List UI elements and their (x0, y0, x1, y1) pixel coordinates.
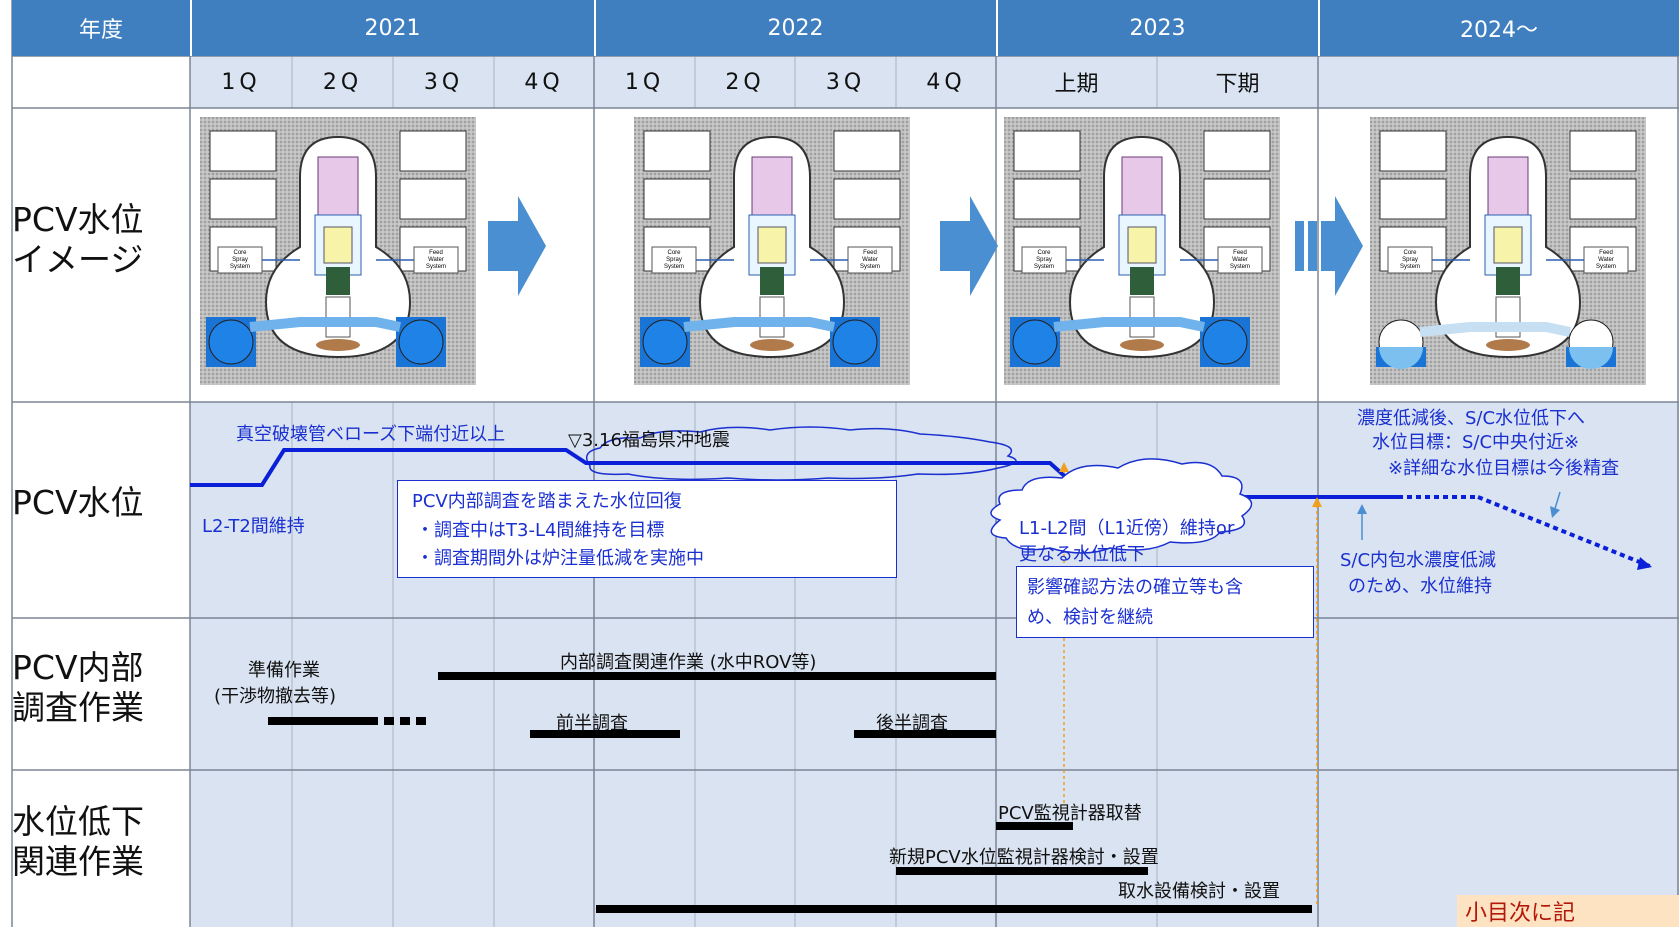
prep-work-bar (268, 717, 378, 725)
quarter-2022-4q: 4Q (926, 69, 966, 95)
row-label-survey-line2: 調査作業 (12, 687, 144, 727)
internal-survey-bar (438, 672, 996, 680)
svg-text:System: System (1400, 264, 1420, 270)
quarter-2021-1q: 1Q (221, 69, 261, 95)
future-note-line3: ※詳細な水位目標は今後精査 (1388, 458, 1620, 479)
impact-note-line1: 影響確認方法の確立等も含 (1027, 577, 1243, 598)
header-year-2022: 2022 (595, 0, 996, 56)
prep-work-dash (400, 717, 410, 725)
svg-text:System: System (230, 264, 250, 270)
row-label-lowering: 水位低下 関連作業 (12, 802, 144, 881)
sc-note-line2: のため、水位維持 (1348, 576, 1492, 597)
svg-text:Water: Water (862, 257, 878, 263)
row-label-image-line2: イメージ (12, 239, 144, 279)
reactor-image-1: Core Spray System Feed Water System (200, 117, 476, 385)
row-label-level: PCV水位 (12, 483, 144, 522)
second-half-text: 後半調査 (876, 713, 948, 734)
recovery-note-line2: ・調査中はT3-L4間維持を目標 (416, 520, 665, 541)
first-half-text: 前半調査 (556, 713, 628, 734)
reactor-image-2: Core Spray System Feed Water System (634, 117, 910, 385)
row-label-lowering-line2: 関連作業 (12, 841, 144, 881)
header-year-2023: 2023 (997, 0, 1318, 56)
prep-work-dash (384, 717, 394, 725)
svg-text:Core: Core (233, 250, 247, 256)
row-label-survey-line1: PCV内部 (12, 648, 144, 687)
corner-note: 小目次に記 (1457, 895, 1679, 927)
new-monitor-bar (896, 867, 1148, 875)
second-half-bar (854, 730, 996, 738)
svg-text:System: System (426, 264, 446, 270)
internal-survey-text: 内部調査関連作業 (水中ROV等) (560, 652, 817, 673)
svg-text:Feed: Feed (863, 250, 877, 256)
svg-text:Core: Core (1403, 250, 1417, 256)
reactor-image-3: Core Spray System Feed Water System (1004, 117, 1280, 385)
row-label-image: PCV水位 イメージ (12, 200, 144, 279)
svg-text:Spray: Spray (1402, 257, 1418, 263)
svg-text:Feed: Feed (1233, 250, 1247, 256)
monitor-replace-text: PCV監視計器取替 (998, 803, 1142, 824)
header-year-2021: 2021 (191, 0, 594, 56)
recovery-note-line1: PCV内部調査を踏まえた水位回復 (412, 491, 682, 512)
impact-note-line2: め、検討を継続 (1027, 607, 1153, 628)
header-year-2024: 2024～ (1319, 0, 1679, 56)
prep-work-dash (416, 717, 426, 725)
svg-text:System: System (860, 264, 880, 270)
above-bellows-text: 真空破壊管ベローズ下端付近以上 (236, 424, 506, 445)
half-2023-first: 上期 (1054, 72, 1099, 97)
l1l2-cloud-line2: 更なる水位低下 (1019, 544, 1145, 565)
l1l2-cloud-line1: L1-L2間（L1近傍）維持or (1019, 518, 1235, 539)
svg-text:Feed: Feed (429, 250, 443, 256)
quarter-2022-2q: 2Q (725, 69, 765, 95)
svg-text:System: System (1230, 264, 1250, 270)
svg-text:Spray: Spray (1036, 257, 1052, 263)
sc-note-line1: S/C内包水濃度低減 (1340, 550, 1497, 571)
earthquake-text: ▽3.16福島県沖地震 (568, 430, 730, 451)
svg-text:Core: Core (1037, 250, 1051, 256)
first-half-bar (530, 730, 680, 738)
svg-text:Spray: Spray (666, 257, 682, 263)
svg-text:System: System (1596, 264, 1616, 270)
monitor-replace-bar (996, 822, 1073, 830)
impact-note-box: 影響確認方法の確立等も含 め、検討を継続 (1016, 566, 1314, 638)
recovery-note-box: PCV内部調査を踏まえた水位回復 ・調査中はT3-L4間維持を目標 ・調査期間外… (397, 480, 897, 578)
intake-text: 取水設備検討・設置 (1118, 881, 1280, 902)
quarter-2022-3q: 3Q (825, 69, 866, 95)
row-label-image-line1: PCV水位 (12, 200, 144, 239)
recovery-note-line3: ・調査期間外は炉注量低減を実施中 (416, 548, 704, 569)
progress-arrow-icon (488, 196, 546, 296)
row-label-survey: PCV内部 調査作業 (12, 648, 144, 727)
future-note-line2: 水位目標：S/C中央付近※ (1372, 432, 1580, 453)
svg-text:Feed: Feed (1599, 250, 1613, 256)
header-year-label: 年度 (12, 0, 190, 56)
quarter-2021-2q: 2Q (322, 69, 363, 95)
quarter-2021-4q: 4Q (524, 69, 564, 95)
progress-arrow-icon (940, 196, 998, 296)
svg-text:Water: Water (1232, 257, 1248, 263)
prep-work-line2: (干渉物撤去等) (214, 686, 337, 707)
svg-text:Core: Core (667, 250, 681, 256)
quarter-2022-1q: 1Q (624, 69, 665, 95)
new-monitor-text: 新規PCV水位監視計器検討・設置 (889, 847, 1159, 868)
svg-text:System: System (1034, 264, 1054, 270)
future-note-line1: 濃度低減後、S/C水位低下へ (1357, 408, 1586, 429)
svg-text:Water: Water (428, 257, 444, 263)
intake-bar (596, 905, 1312, 913)
pause-progress-arrow-icon (1295, 196, 1363, 296)
quarter-2021-3q: 3Q (423, 69, 464, 95)
svg-text:System: System (664, 264, 684, 270)
half-2023-second: 下期 (1215, 72, 1260, 97)
prep-work-line1: 準備作業 (248, 660, 320, 681)
svg-text:Spray: Spray (232, 257, 248, 263)
svg-text:Water: Water (1598, 257, 1614, 263)
reactor-image-4: Core Spray System Feed Water System (1370, 117, 1646, 385)
maintain-l2t2-text: L2-T2間維持 (202, 516, 305, 537)
row-label-lowering-line1: 水位低下 (12, 802, 144, 841)
